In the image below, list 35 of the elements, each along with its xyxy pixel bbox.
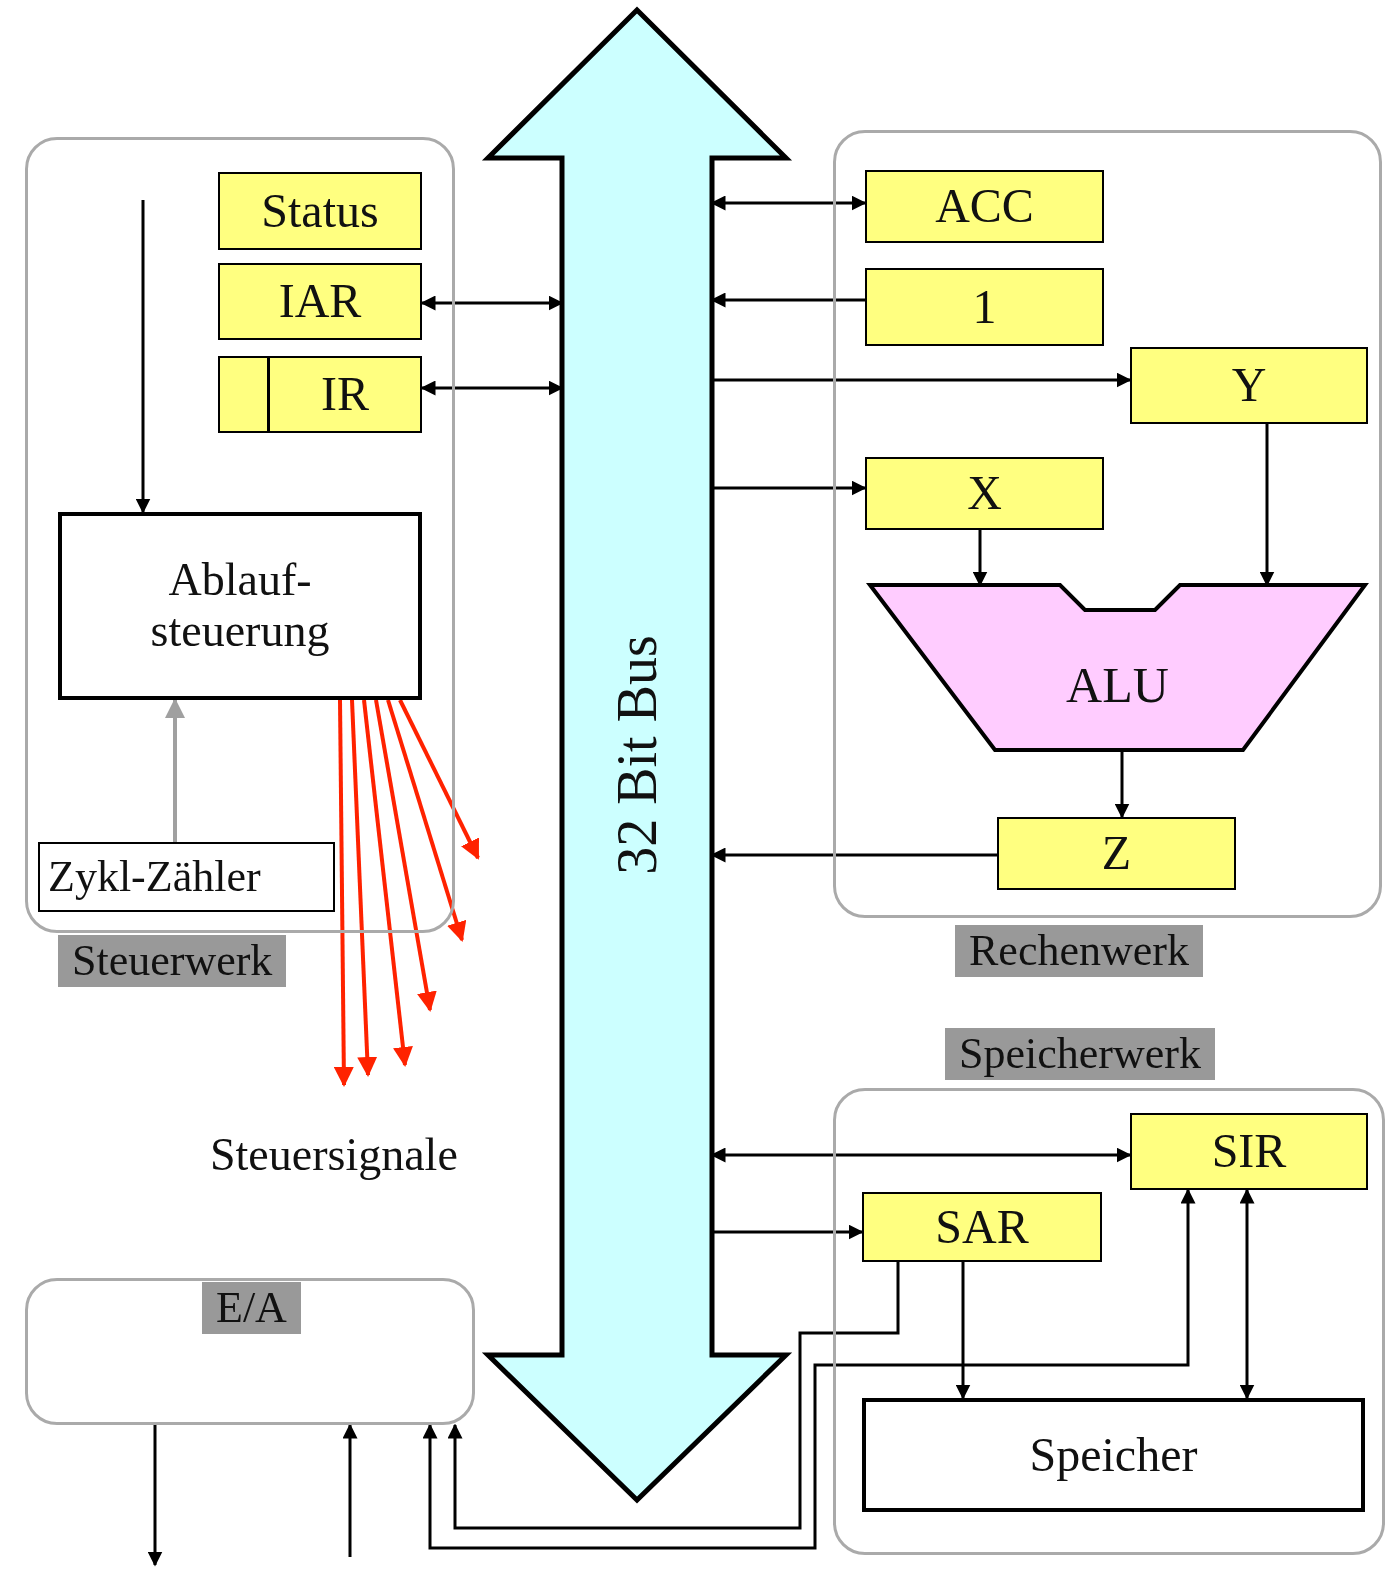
bus-label: 32 Bit Bus bbox=[609, 635, 665, 875]
counter-box: Zykl-Zähler bbox=[38, 842, 335, 912]
register-box: Status bbox=[218, 172, 422, 250]
arrow bbox=[342, 1423, 358, 1557]
register-box: SIR bbox=[1130, 1113, 1368, 1190]
alu-label: ALU bbox=[1066, 656, 1169, 714]
arrow bbox=[362, 699, 413, 1067]
arrow bbox=[374, 699, 437, 1012]
register-box: ACC bbox=[865, 170, 1104, 243]
arrow bbox=[447, 1262, 900, 1530]
arrow bbox=[147, 1425, 163, 1567]
register-box: Y bbox=[1130, 347, 1368, 424]
group-title: E/A bbox=[202, 1282, 301, 1334]
arrow bbox=[386, 699, 467, 942]
arrow bbox=[165, 698, 185, 842]
group-title: Rechenwerk bbox=[955, 925, 1203, 977]
arrow bbox=[135, 200, 151, 514]
group-title: Steuerwerk bbox=[58, 935, 287, 987]
register-box: 1 bbox=[865, 268, 1104, 346]
arrow bbox=[1114, 750, 1130, 819]
arrow bbox=[422, 1188, 1196, 1550]
register-box: IAR bbox=[218, 263, 422, 340]
process-box: Speicher bbox=[862, 1398, 1365, 1512]
signal-label: Steuersignale bbox=[210, 1128, 458, 1181]
register-box: Z bbox=[997, 817, 1236, 890]
arrow bbox=[350, 699, 378, 1077]
arrow bbox=[398, 699, 480, 860]
process-box: Ablauf- steuerung bbox=[58, 512, 422, 700]
arrow bbox=[333, 700, 354, 1087]
group-title: Speicherwerk bbox=[945, 1028, 1215, 1080]
register-box: X bbox=[865, 457, 1104, 530]
arrow bbox=[955, 1262, 971, 1400]
register-box: SAR bbox=[862, 1192, 1102, 1262]
arrow bbox=[1239, 1188, 1255, 1400]
register-box: IR bbox=[218, 356, 422, 433]
